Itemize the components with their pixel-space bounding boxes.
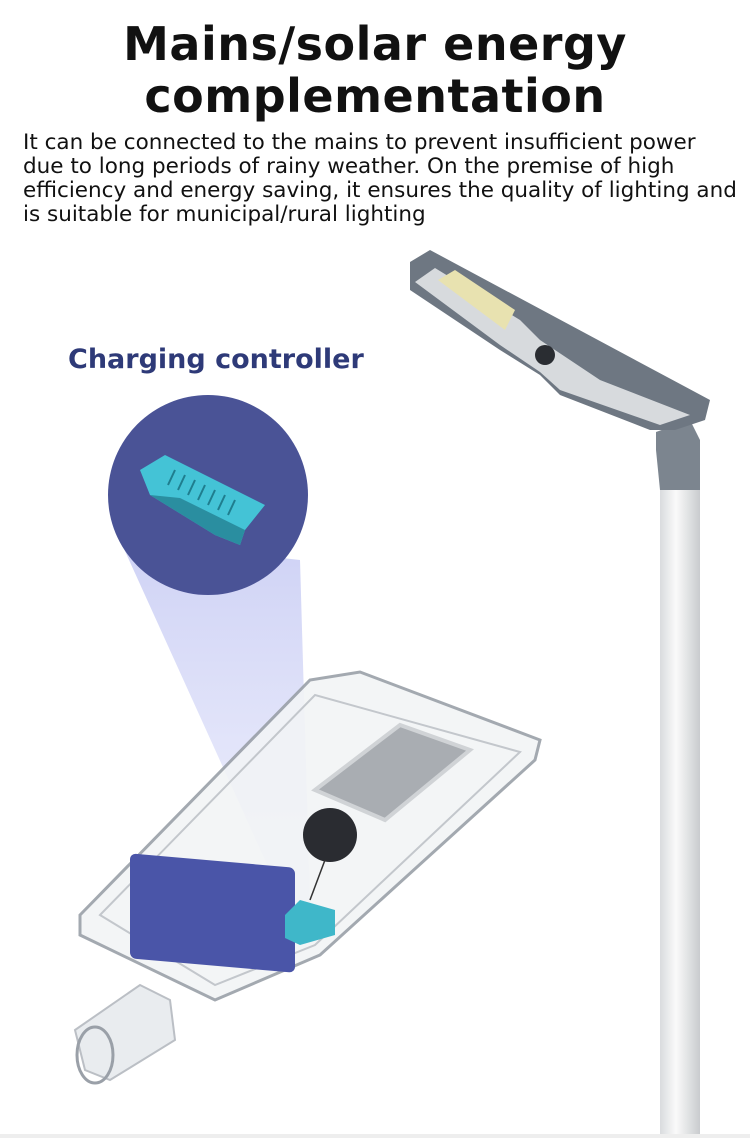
description-text: It can be connected to the mains to prev…: [23, 130, 737, 227]
title-line-1: Mains/solar energy: [123, 17, 627, 71]
bottom-divider: [0, 1134, 750, 1138]
charging-controller-label: Charging controller: [68, 344, 364, 375]
battery-pack: [130, 853, 295, 973]
charging-controller: [285, 900, 335, 945]
title-line-2: complementation: [144, 69, 606, 123]
page-title: Mains/solar energy complementation: [0, 18, 750, 122]
street-light-pole: [410, 250, 710, 1138]
charging-controller-zoom-icon: [140, 455, 265, 545]
